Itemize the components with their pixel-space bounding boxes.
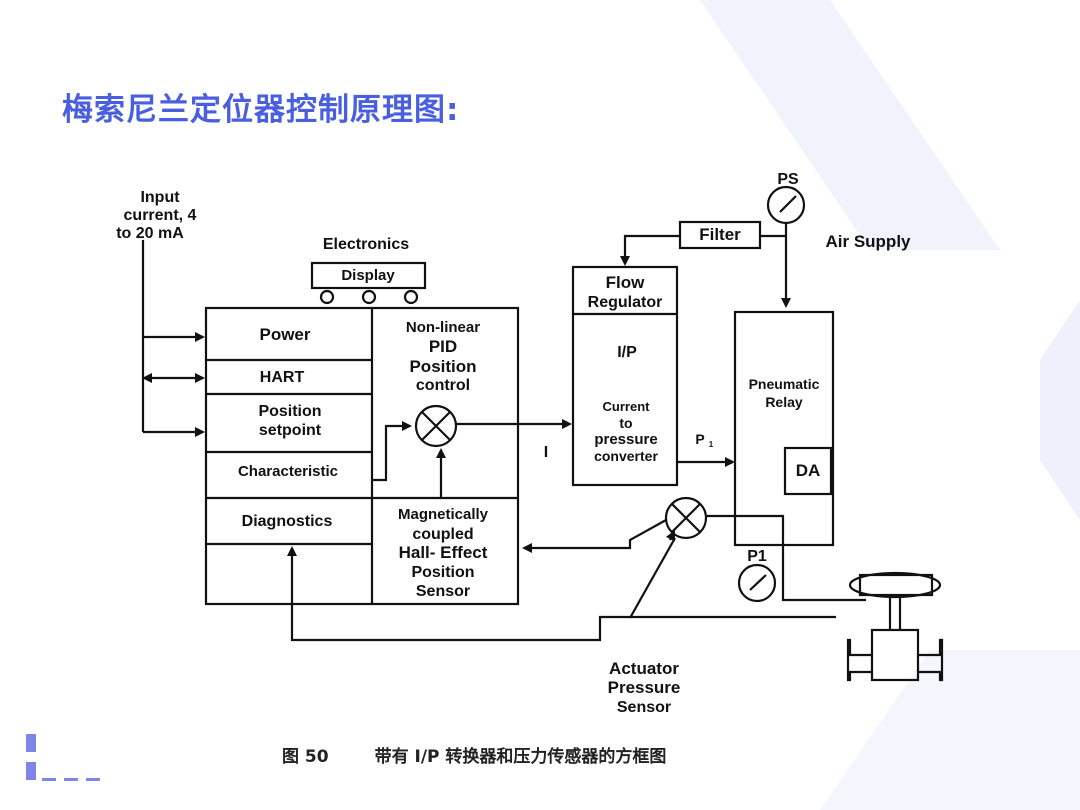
hall-sensor-line3: Hall- Effect	[399, 543, 488, 562]
deco-bar-bottom	[26, 762, 36, 780]
position-setpoint-line1: Position	[258, 403, 321, 420]
deco-dash	[86, 778, 100, 781]
converter-line3: pressure	[594, 431, 657, 448]
figure-caption-text: 带有 I/P 转换器和压力传感器的方框图	[374, 747, 667, 767]
position-setpoint-line2: setpoint	[259, 422, 322, 439]
deco-dash	[64, 778, 78, 781]
flow-regulator-line1: Flow	[606, 273, 645, 292]
actuator-sensor-line2: Pressure	[608, 678, 681, 697]
converter-line4: converter	[594, 448, 658, 464]
slide-title: 梅索尼兰定位器控制原理图:	[62, 92, 460, 128]
electronics-box	[204, 306, 520, 606]
bg-stripe-right	[1040, 300, 1080, 520]
pneumatic-relay-line1: Pneumatic	[749, 376, 820, 392]
current-symbol: I	[544, 444, 548, 461]
input-label-line3: to 20 mA	[116, 225, 184, 242]
flow-regulator-line2: Regulator	[588, 294, 663, 311]
actuator-sensor-line1: Actuator	[609, 659, 679, 678]
converter-line2: to	[619, 415, 632, 431]
pid-label-line4: control	[416, 377, 470, 394]
ps-label: PS	[777, 171, 799, 188]
p1-gauge-label: P1	[747, 548, 767, 565]
display-label: Display	[341, 267, 395, 284]
power-label: Power	[259, 325, 310, 344]
deco-bar-top	[26, 734, 36, 752]
input-label-line1: Input	[140, 189, 180, 206]
bg-stripe-top	[700, 0, 1000, 250]
pid-label-line3: Position	[409, 357, 476, 376]
figure-caption: 图 50 带有 I/P 转换器和压力传感器的方框图	[282, 742, 666, 767]
hall-sensor-line1: Magnetically	[398, 506, 489, 523]
button-circle	[361, 289, 377, 305]
button-circle	[319, 289, 335, 305]
figure-number: 图 50	[282, 747, 329, 767]
valve-actuator	[848, 571, 942, 599]
ip-label: I/P	[617, 344, 637, 361]
flow-regulator-box	[571, 265, 679, 487]
pid-label-line1: Non-linear	[406, 319, 480, 336]
hall-sensor-line2: coupled	[412, 526, 473, 543]
air-supply-label: Air Supply	[825, 232, 911, 251]
da-box	[783, 446, 833, 496]
pneumatic-relay-box	[733, 310, 835, 547]
actuator-pressure-junction	[664, 496, 708, 540]
hart-label: HART	[260, 369, 305, 386]
pid-label-line2: PID	[429, 337, 457, 356]
converter-line1: Current	[603, 399, 651, 414]
deco-dash	[42, 778, 56, 781]
p1-subscript: 1	[709, 440, 714, 449]
input-label-line2: current, 4	[124, 207, 197, 224]
p1-gauge	[737, 563, 777, 603]
p1-symbol: P	[695, 431, 704, 447]
characteristic-label: Characteristic	[238, 463, 338, 480]
bg-stripe-bottom	[820, 650, 1080, 810]
hall-sensor-line5: Sensor	[416, 583, 470, 600]
block-diagram: Input current, 4 to 20 mA Electronics Di…	[116, 171, 944, 716]
diagnostics-label: Diagnostics	[242, 513, 333, 530]
filter-label: Filter	[699, 225, 741, 244]
summing-junction-pid	[414, 404, 458, 448]
button-circle	[403, 289, 419, 305]
valve-body	[870, 628, 920, 682]
electronics-label: Electronics	[323, 236, 409, 253]
da-label: DA	[796, 461, 821, 480]
hall-sensor-line4: Position	[411, 564, 474, 581]
display-box	[310, 261, 427, 290]
pneumatic-relay-line2: Relay	[765, 394, 803, 410]
actuator-sensor-line3: Sensor	[617, 699, 671, 716]
